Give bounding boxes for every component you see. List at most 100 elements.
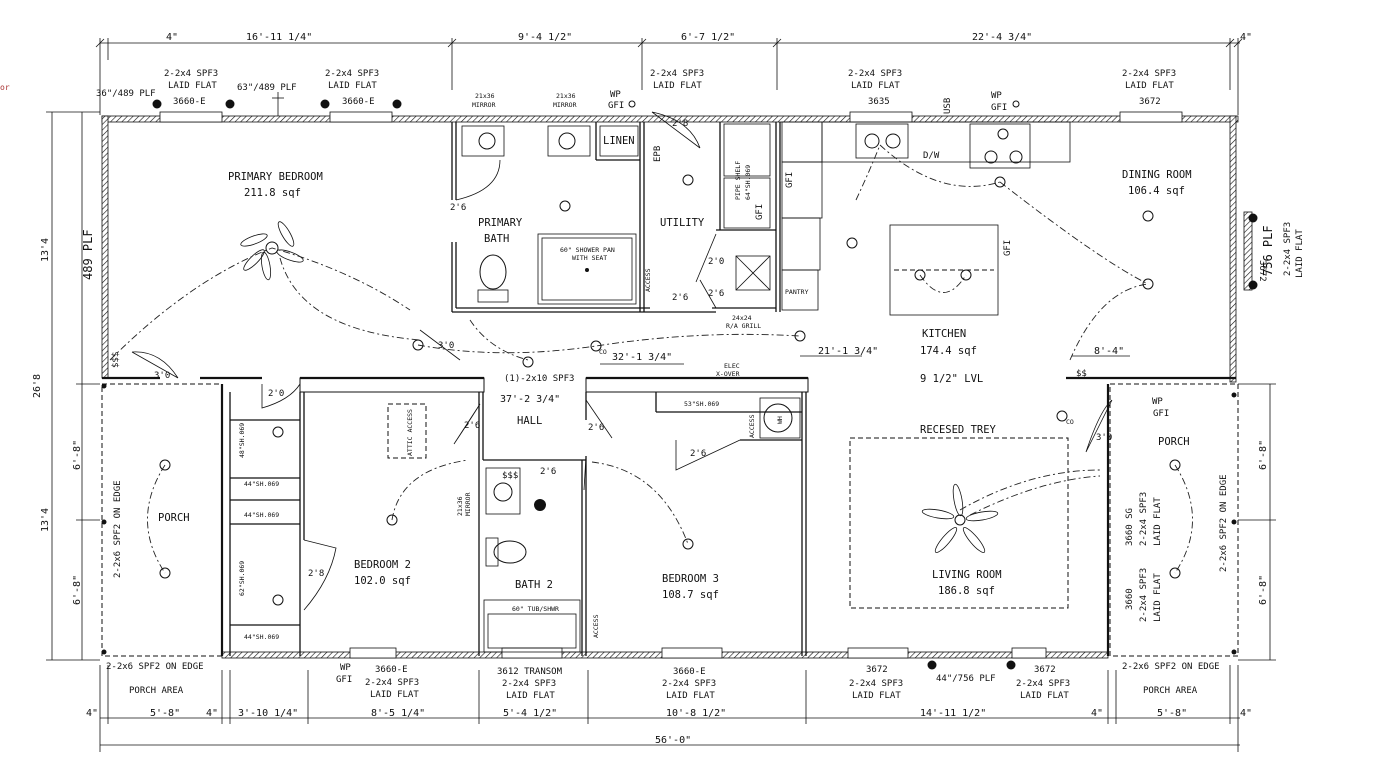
dim-right-porch-bottom: 6'-8" [1258,575,1269,605]
bedroom2-sqf: 102.0 sqf [354,575,411,587]
porch-beam-bottom-l: 2-2x6 SPF2 ON EDGE [106,662,204,672]
dim-top-3: 9'-4 1/2" [518,32,572,43]
tub-label: 60" TUB/SHWR [512,605,559,613]
dim-top-1: 4" [166,32,178,43]
utility-label: UTILITY [660,217,705,229]
access-b: ACCESS [592,614,600,638]
hall-dim2: 37'-2 3/4" [500,394,560,405]
door-util1: 2'8 [672,119,688,129]
bhdr4-c: 3672 [866,665,888,675]
right-hdr: 3672 [1257,260,1267,282]
kitchen-run-dim: 21'-1 3/4" [818,346,878,357]
lr-hdr1b: LAID FLAT [1153,497,1163,546]
dim-bot-11: 4" [1240,708,1252,719]
kitchen-counters [781,121,1071,316]
epb-label: EPB [653,146,663,162]
bhdr3-a: 2-2x4 SPF3 [662,679,716,689]
porch-right-label: PORCH [1158,436,1190,448]
primary-bedroom-label: PRIMARY BEDROOM [228,171,323,183]
attic-access-label: ATTIC ACCESS [406,409,414,456]
ceiling-fan-icon [240,221,304,281]
linen-label: LINEN [603,135,635,147]
closet2: 44"SH.069 [244,480,279,488]
hall-header: (1)-2x10 SPF3 [504,374,574,384]
door-b3c: 2'6 [690,449,706,459]
mirror1-label: MIRROR [472,101,496,109]
door-attic: 2'6 [464,421,480,431]
top-dimension-line [95,38,1243,115]
lr-hdr2: 3660 [1125,588,1135,610]
dining-sqf: 106.4 sqf [1128,185,1185,197]
bath2-label: BATH 2 [515,579,553,591]
closet5: 44"SH.069 [244,633,279,641]
lr-hdr2a: 2-2x4 SPF3 [1139,568,1149,622]
door-b3a: 2'6 [588,423,604,433]
dim-top-2: 16'-11 1/4" [246,32,312,43]
grill-label: R/A GRILL [726,322,761,330]
stray-mark: or [0,83,10,92]
gfi1: GFI [608,101,624,111]
gfi-bottom: GFI [336,675,352,685]
left-plf: 489 PLF [81,229,95,280]
mirror2-label: MIRROR [553,101,577,109]
bedroom2-label: BEDROOM 2 [354,559,411,571]
dim-left-overall: 26'8 [32,374,43,398]
left-porch-beam: 2-2x6 SPF2 ON EDGE [113,480,123,578]
living-label: LIVING ROOM [932,569,1002,581]
door-b2c: 2'8 [308,569,324,579]
access-c: ACCESS [748,414,756,438]
recessed-trey-label: RECESED TREY [920,424,997,436]
interior-walls [229,122,807,656]
bhdr5-plf: 44"/756 PLF [936,674,996,684]
dim-bot-7: 10'-8 1/2" [666,708,726,719]
ss-bath2: $$$ [502,471,518,481]
lvl-label: 9 1/2" LVL [920,373,983,385]
wp-bottom: WP [340,663,351,673]
bhdr3-c: 3660-E [673,667,706,677]
door-b2: 2'0 [268,389,284,399]
hdr2-a: 2-2x4 SPF3 [325,69,379,79]
dim-bot-9: 4" [1091,708,1103,719]
dim-bot-5: 8'-5 1/4" [371,708,425,719]
elec-a: ELEC [724,362,740,370]
elec-b: X-OVER [716,370,740,378]
hdr2-b: LAID FLAT [328,81,377,91]
bhdr3-b: LAID FLAT [666,691,715,701]
porch-beam-bottom-r: 2-2x6 SPF2 ON EDGE [1122,662,1220,672]
door-bath2: 2'6 [540,467,556,477]
pipe-shelf: PIPE SHELF [734,161,742,200]
bhdr6-b: LAID FLAT [1020,691,1069,701]
recessed-trey [849,437,1069,609]
hdr1-plf: 36"/489 PLF [96,89,156,99]
lr-hdr1: 3660 SG [1125,508,1135,546]
dim-top-6: 4" [1240,32,1252,43]
door-swings [131,111,1113,611]
dim-bot-6: 5'-4 1/2" [503,708,557,719]
hdr3-a: 2-2x4 SPF3 [650,69,704,79]
dim-bot-8: 14'-11 1/2" [920,708,986,719]
ss-right: $$ [1076,369,1087,379]
co2: CO [1066,418,1074,426]
gfi-right: GFI [1153,409,1169,419]
bhdr1-b: LAID FLAT [370,690,419,700]
pipe-shelf-size: 64"SH.069 [744,165,752,200]
porch-left-label: PORCH [158,512,190,524]
access-a: ACCESS [644,268,652,292]
pantry-label: PANTRY [785,288,809,296]
closet3: 44"SH.069 [244,511,279,519]
attic-access [387,403,427,459]
porch-outlines [101,383,1239,657]
right-hdr-b: LAID FLAT [1295,229,1305,278]
wh-label: WH [776,416,784,424]
dim-bot-3: 4" [206,708,218,719]
gfi2: GFI [991,103,1007,113]
porch-area-r: PORCH AREA [1143,686,1198,696]
hdr4-a: 2-2x4 SPF3 [848,69,902,79]
washer-dryer [723,123,771,291]
dining-dim: 8'-4" [1094,346,1124,357]
bhdr4-a: 2-2x4 SPF3 [849,679,903,689]
bhdr4-b: LAID FLAT [852,691,901,701]
bhdr1-a: 2-2x4 SPF3 [365,678,419,688]
electrical-symbols [147,174,1193,606]
